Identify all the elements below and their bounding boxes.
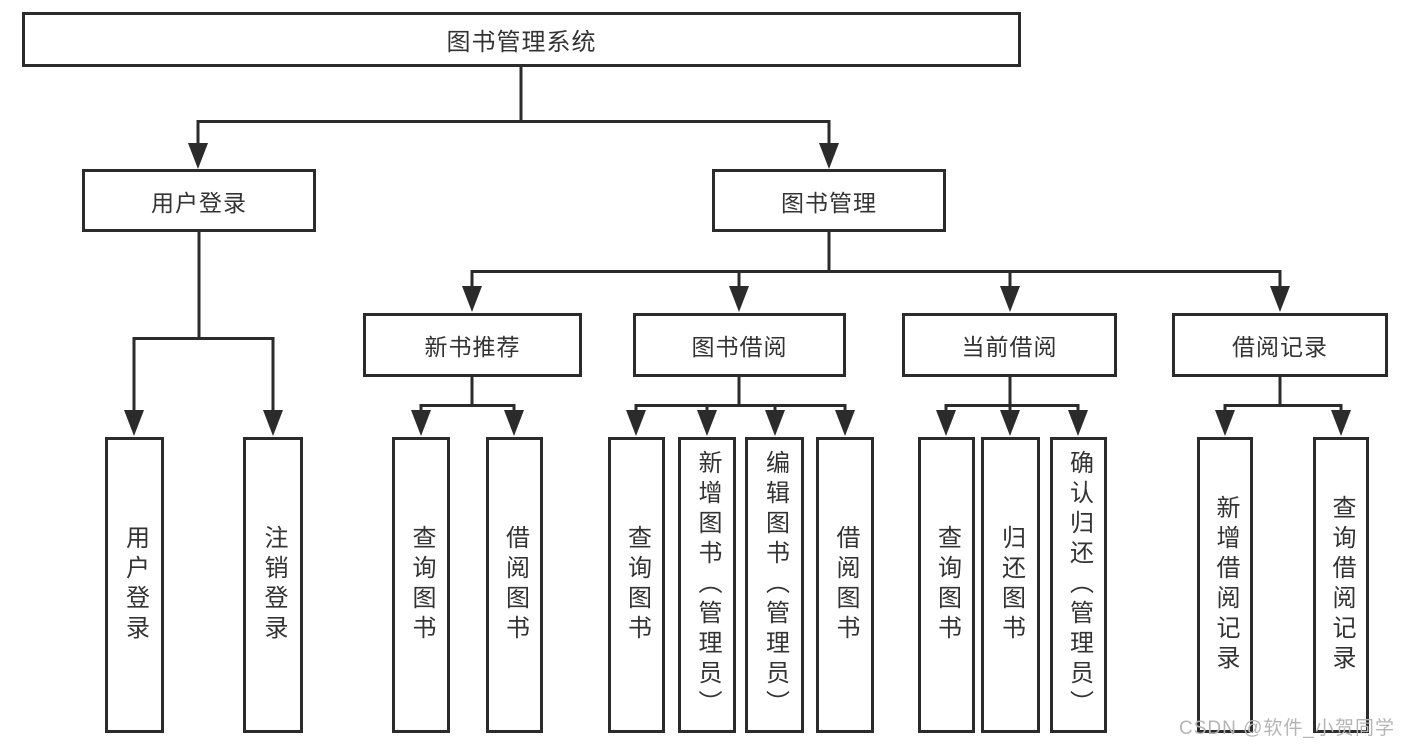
leaf-query-books-recommend: 查询图书 — [392, 437, 450, 733]
leaf-edit-books-admin: 编辑图书（管理员） — [745, 437, 804, 733]
node-new-book-recommend: 新书推荐 — [363, 313, 582, 377]
csdn-watermark: CSDN @软件_小贺同学 — [1179, 718, 1395, 739]
leaf-logout: 注销登录 — [243, 437, 303, 733]
leaf-query-books-recommend-label: 查询图书 — [408, 525, 435, 645]
leaf-borrow-books-recommend: 借阅图书 — [486, 437, 543, 733]
leaf-add-books-admin-label: 新增图书（管理员） — [694, 450, 721, 720]
node-user-login: 用户登录 — [82, 169, 316, 232]
node-borrow-records: 借阅记录 — [1172, 313, 1388, 377]
leaf-query-borrow-record: 查询借阅记录 — [1313, 437, 1369, 733]
leaf-confirm-return-admin: 确认归还（管理员） — [1050, 437, 1107, 733]
node-library-management-system: 图书管理系统 — [22, 12, 1021, 67]
leaf-confirm-return-admin-label: 确认归还（管理员） — [1065, 450, 1093, 720]
leaf-query-books-current: 查询图书 — [918, 437, 975, 733]
leaf-query-books-current-label: 查询图书 — [933, 525, 961, 645]
node-current-borrowing: 当前借阅 — [902, 313, 1117, 377]
leaf-query-books-borrowing: 查询图书 — [608, 437, 665, 733]
leaf-borrow-books-recommend-label: 借阅图书 — [501, 525, 529, 645]
node-book-borrowing: 图书借阅 — [633, 313, 846, 377]
leaf-user-login: 用户登录 — [105, 437, 164, 733]
leaf-add-books-admin: 新增图书（管理员） — [678, 437, 736, 733]
leaf-borrow-books: 借阅图书 — [816, 437, 874, 733]
leaf-add-borrow-record-label: 新增借阅记录 — [1212, 495, 1239, 675]
leaf-query-borrow-record-label: 查询借阅记录 — [1328, 495, 1355, 675]
leaf-return-books-label: 归还图书 — [997, 525, 1025, 645]
leaf-edit-books-admin-label: 编辑图书（管理员） — [761, 450, 789, 720]
node-book-management: 图书管理 — [712, 169, 946, 232]
leaf-user-login-label: 用户登录 — [121, 525, 149, 645]
leaf-add-borrow-record: 新增借阅记录 — [1197, 437, 1253, 733]
leaf-logout-label: 注销登录 — [260, 525, 287, 645]
leaf-return-books: 归还图书 — [981, 437, 1040, 733]
leaf-borrow-books-label: 借阅图书 — [832, 525, 859, 645]
leaf-query-books-borrowing-label: 查询图书 — [623, 525, 651, 645]
